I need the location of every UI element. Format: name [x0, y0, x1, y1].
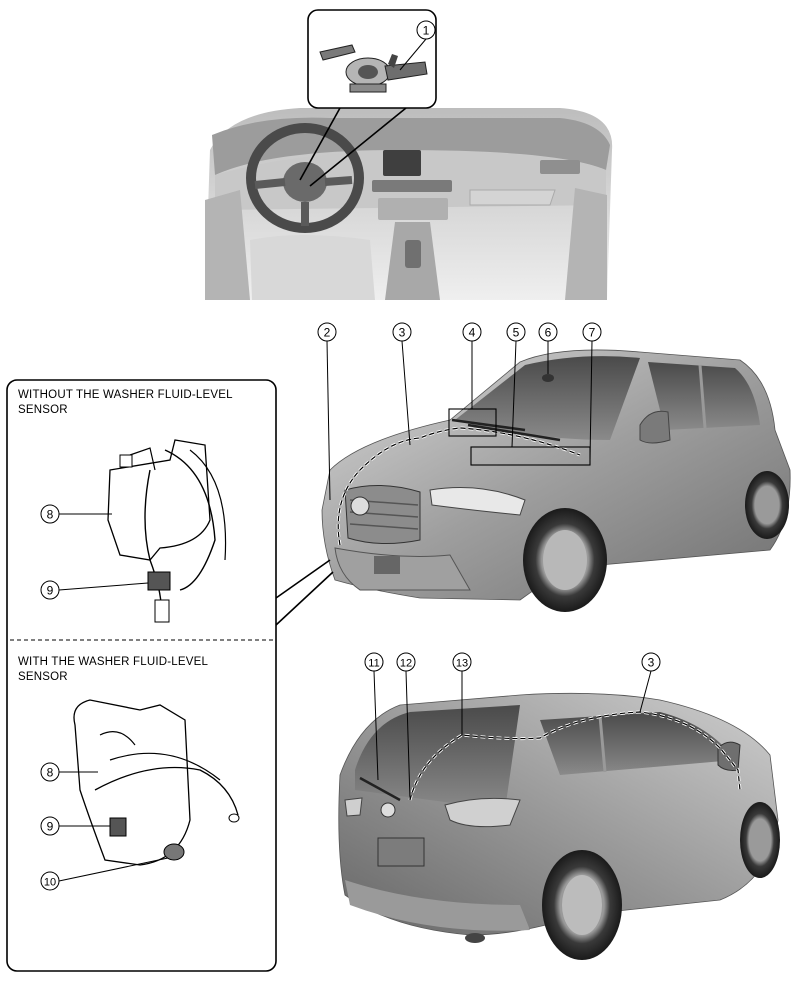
washer-tank-inset-panel [6, 379, 334, 972]
rear-vehicle-view [338, 692, 780, 960]
callout-3-lower: 3 [648, 656, 655, 670]
callout-8-lower: 8 [47, 766, 54, 780]
callout-7: 7 [589, 326, 596, 340]
callout-group: 1 2 3 4 5 6 7 8 9 8 [40, 20, 661, 891]
washer-tank-without-sensor [107, 439, 227, 623]
callout-12: 12 [400, 658, 412, 670]
callout-5: 5 [513, 326, 520, 340]
callout-10: 10 [44, 877, 56, 889]
callout-11: 11 [368, 658, 379, 670]
callout-3: 3 [399, 326, 406, 340]
front-vehicle-view [321, 349, 791, 612]
callout-1: 1 [423, 24, 430, 38]
inset-label-with-sensor: WITH THE WASHER FLUID-LEVEL SENSOR [18, 656, 208, 683]
callout-8-upper: 8 [47, 508, 54, 522]
callout-4: 4 [469, 326, 476, 340]
interior-dashboard-view [205, 108, 613, 300]
combination-switch-inset [299, 9, 437, 187]
callout-6: 6 [545, 326, 552, 340]
washer-tank-with-sensor [73, 699, 240, 866]
callout-9-lower: 9 [47, 820, 54, 834]
inset-label-without-sensor: WITHOUT THE WASHER FLUID-LEVEL SENSOR [18, 389, 233, 416]
callout-9-upper: 9 [47, 584, 54, 598]
callout-13: 13 [456, 658, 468, 670]
callout-2: 2 [324, 326, 331, 340]
